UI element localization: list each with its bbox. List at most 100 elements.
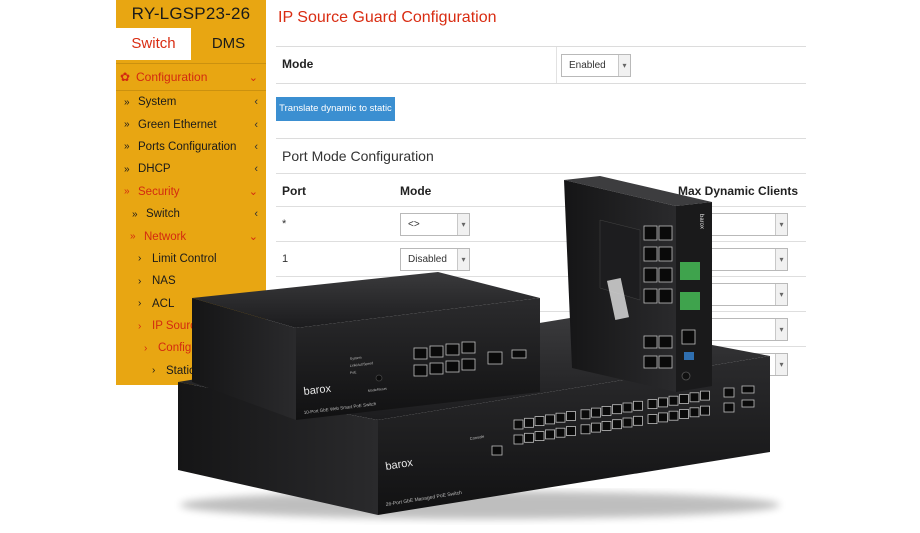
- sidebar-item-limit-control[interactable]: › Limit Control: [116, 248, 266, 270]
- port-cell: *: [282, 218, 287, 230]
- max-dynamic-clients-value: imited: [686, 254, 713, 265]
- main-content: IP Source Guard Configuration Mode Enabl…: [266, 0, 806, 533]
- sidebar-item-network[interactable]: » Network ⌄: [116, 225, 266, 247]
- chevron-right-icon: »: [124, 119, 130, 131]
- mode-table: Mode Enabled ▾: [276, 46, 806, 84]
- max-dynamic-clients-select[interactable]: ▾: [678, 353, 788, 376]
- chevron-left-icon: ‹: [254, 208, 258, 221]
- column-header-port: Port: [282, 184, 306, 198]
- mode-label: Mode: [282, 57, 314, 71]
- sidebar-item-configuration[interactable]: ✿ Configuration ⌄: [116, 63, 266, 91]
- chevron-down-icon: ▾: [775, 214, 787, 235]
- port-mode-value: <>: [408, 219, 420, 230]
- chevron-right-icon: ›: [138, 253, 142, 265]
- sidebar-item-static[interactable]: › Static: [116, 360, 266, 382]
- tab-switch[interactable]: Switch: [116, 28, 191, 60]
- column-header-mode: Mode: [400, 184, 432, 198]
- sidebar-item-label: NAS: [152, 275, 176, 288]
- sidebar-item-dhcp[interactable]: » DHCP ‹: [116, 158, 266, 180]
- sidebar-item-label: Static: [166, 364, 195, 377]
- sidebar: RY-LGSP23-26 Switch DMS ✿ Configuration …: [116, 0, 266, 385]
- translate-dynamic-to-static-button[interactable]: Translate dynamic to static: [276, 97, 395, 121]
- chevron-right-icon: ›: [138, 275, 142, 287]
- chevron-down-icon: ▾: [457, 284, 469, 305]
- table-divider: [556, 47, 557, 83]
- sidebar-item-label: Ports Configuration: [138, 140, 237, 153]
- port-mode-configuration: Port Mode Configuration Port Mode Max Dy…: [276, 138, 806, 518]
- sidebar-item-label: Limit Control: [152, 252, 217, 265]
- sidebar-item-green-ethernet[interactable]: » Green Ethernet ‹: [116, 113, 266, 135]
- chevron-down-icon: ▾: [457, 249, 469, 270]
- max-dynamic-clients-select[interactable]: imited ▾: [678, 283, 788, 306]
- sidebar-item-label: IP Source: [152, 320, 203, 333]
- chevron-left-icon: ‹: [254, 96, 258, 109]
- chevron-right-icon: ›: [138, 320, 142, 332]
- chevron-down-icon: ▾: [457, 214, 469, 235]
- sidebar-item-ip-source[interactable]: › IP Source: [116, 315, 266, 337]
- chevron-right-icon: ›: [138, 298, 142, 310]
- chevron-left-icon: ‹: [254, 118, 258, 131]
- tab-dms[interactable]: DMS: [211, 35, 246, 52]
- sidebar-item-label: Configu: [158, 342, 198, 355]
- sidebar-item-label: Green Ethernet: [138, 118, 217, 131]
- port-mode-select[interactable]: Disabled ▾: [400, 248, 470, 271]
- chevron-right-icon: »: [124, 163, 130, 175]
- sidebar-item-configu[interactable]: › Configu: [116, 337, 266, 359]
- sidebar-item-label: Switch: [146, 208, 180, 221]
- chevron-right-icon: »: [130, 231, 136, 243]
- chevron-down-icon: ▾: [775, 354, 787, 375]
- sidebar-item-label: Security: [138, 185, 180, 198]
- chevron-down-icon: ▾: [457, 354, 469, 375]
- port-mode-select[interactable]: <> ▾: [400, 213, 470, 236]
- row-divider: [276, 206, 806, 207]
- sidebar-item-label: Network: [144, 230, 187, 243]
- chevron-right-icon: »: [124, 141, 130, 153]
- chevron-down-icon: ▾: [775, 284, 787, 305]
- port-mode-select[interactable]: ▾: [400, 353, 470, 376]
- row-divider: [276, 311, 806, 312]
- chevron-left-icon: ‹: [254, 140, 258, 153]
- chevron-right-icon: »: [124, 186, 130, 198]
- row-divider: [276, 241, 806, 242]
- sidebar-item-system[interactable]: »System‹: [116, 91, 266, 113]
- sidebar-item-security[interactable]: » Security ⌄: [116, 181, 266, 203]
- chevron-left-icon: ‹: [254, 163, 258, 176]
- row-divider: [276, 276, 806, 277]
- port-mode-select[interactable]: ▾: [400, 283, 470, 306]
- row-divider: [276, 346, 806, 347]
- chevron-right-icon: »: [124, 96, 130, 108]
- chevron-down-icon: ▾: [775, 319, 787, 340]
- device-brand: RY-LGSP23-26: [131, 4, 251, 23]
- max-dynamic-clients-value: imited: [686, 289, 713, 300]
- max-dynamic-clients-select[interactable]: imited▾: [678, 248, 788, 271]
- sidebar-item-acl[interactable]: › ACL: [116, 293, 266, 315]
- chevron-right-icon: ›: [152, 365, 156, 377]
- sidebar-item-label: Configuration: [136, 70, 208, 84]
- row-divider: [276, 173, 806, 174]
- sidebar-item-label: ACL: [152, 297, 175, 310]
- gear-icon: ✿: [120, 70, 131, 84]
- sidebar-item-nas[interactable]: › NAS: [116, 270, 266, 292]
- chevron-down-icon: ⌄: [248, 186, 258, 199]
- chevron-down-icon: ⌄: [248, 231, 258, 244]
- port-mode-value: Disabled: [408, 254, 447, 265]
- chevron-right-icon: »: [132, 208, 138, 220]
- chevron-down-icon: ▾: [457, 319, 469, 340]
- column-header-max-dynamic-clients: Max Dynamic Clients: [678, 184, 799, 198]
- chevron-down-icon: ⌄: [248, 71, 258, 84]
- port-cell: 1: [282, 253, 289, 265]
- page-title: IP Source Guard Configuration: [278, 9, 497, 26]
- port-mode-select[interactable]: ▾: [400, 318, 470, 341]
- sidebar-nav-list: »System‹»Green Ethernet‹»Ports Configura…: [116, 91, 266, 382]
- mode-select-value: Enabled: [569, 60, 606, 71]
- chevron-down-icon: ▾: [618, 55, 630, 76]
- max-dynamic-clients-select[interactable]: ▾: [678, 318, 788, 341]
- mode-select[interactable]: Enabled ▾: [561, 54, 631, 77]
- max-dynamic-clients-select[interactable]: ▾: [678, 213, 788, 236]
- sidebar-item-switch[interactable]: » Switch ‹: [116, 203, 266, 225]
- sidebar-item-label: DHCP: [138, 163, 171, 176]
- chevron-right-icon: ›: [144, 342, 148, 354]
- main-tabs: Switch DMS: [116, 28, 266, 60]
- sidebar-item-ports-configuration[interactable]: » Ports Configuration ‹: [116, 136, 266, 158]
